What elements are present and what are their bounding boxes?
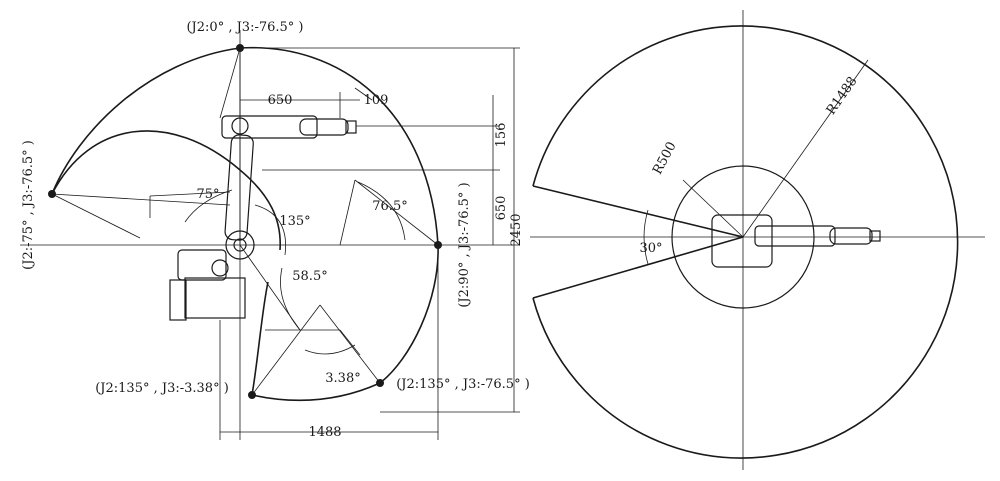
- base-upper: [177, 249, 227, 281]
- angle-arc-76-5: [357, 181, 406, 241]
- reach-line-bl: [251, 304, 321, 396]
- gap-edge-top: [532, 185, 744, 238]
- label-r1488: R1488: [824, 74, 861, 118]
- angle-label-58-5: 58.5°: [292, 269, 327, 284]
- gap-edge-bottom: [532, 236, 744, 299]
- pose-label-right: (J2:90° , J3:-76.5° ): [457, 182, 472, 307]
- wrist-body: [299, 118, 349, 136]
- inner-workspace-circle: [671, 165, 815, 309]
- end-flange: [345, 120, 357, 134]
- dim-label-2450: 2450: [509, 213, 524, 246]
- side-view: 650 109 156 650 2450 1488 75° 135° 76.5°…: [20, 20, 530, 440]
- pose-label-top: (J2:0° , J3:-76.5° ): [186, 20, 303, 35]
- reach-line-bl-d: [339, 329, 361, 356]
- dim-label-650-top: 650: [268, 93, 293, 108]
- pose-label-left: (J2:-75° , J3:-76.5° ): [21, 140, 36, 270]
- shoulder-joint-inner: [233, 238, 247, 252]
- angle-label-135: 135°: [279, 214, 310, 229]
- outer-reach-arc: [51, 46, 439, 384]
- label-r500: R500: [650, 140, 679, 178]
- angle-label-75: 75°: [196, 187, 219, 202]
- angle-label-3-38: 3.38°: [325, 371, 360, 386]
- reach-line-right: [339, 179, 356, 246]
- top-wrist: [829, 227, 873, 245]
- inner-reach-arc: [51, 130, 281, 251]
- angle-label-76-5: 76.5°: [372, 199, 407, 214]
- outer-workspace-arc: [532, 25, 959, 459]
- upper-arm-link: [224, 134, 254, 241]
- label-30-deg: 30°: [639, 241, 662, 256]
- top-view: R1488 R500 30°: [530, 10, 985, 470]
- top-arm: [754, 225, 836, 247]
- reach-line-right-b: [354, 179, 439, 246]
- pose-marker-right: [434, 241, 442, 249]
- r500-leader: [682, 179, 744, 238]
- dim-label-109: 109: [364, 93, 389, 108]
- pose-label-bottom-right: (J2:135° , J3:-76.5° ): [396, 377, 530, 392]
- dim-label-650-right: 650: [494, 196, 509, 221]
- pose-marker-bottom-left: [248, 391, 256, 399]
- r1488-leader: [742, 59, 869, 238]
- reach-line-left-b: [51, 193, 231, 206]
- angle-arc-3-38: [304, 344, 356, 355]
- shoulder-joint-outer: [225, 230, 255, 260]
- base-lower: [184, 277, 246, 319]
- dim-label-156: 156: [494, 123, 509, 148]
- pose-marker-left: [48, 190, 56, 198]
- reach-line-left-d: [149, 191, 231, 197]
- angle-arc-135: [254, 204, 287, 256]
- forearm-link: [221, 115, 318, 139]
- base-plate: [169, 279, 187, 321]
- pose-label-bottom-left: (J2:135° , J3:-3.38° ): [95, 381, 229, 396]
- reach-line-bl-b: [319, 304, 381, 384]
- dim-label-1488: 1488: [308, 425, 341, 440]
- reach-line-left-a: [51, 193, 141, 239]
- base-motor: [211, 259, 229, 277]
- dim-line-109-leader: [354, 87, 373, 101]
- top-base: [711, 214, 773, 268]
- pose-marker-bottom-right: [376, 379, 384, 387]
- bottom-reach-arc: [251, 382, 381, 402]
- angle-arc-58-5: [280, 267, 301, 331]
- top-flange: [869, 230, 881, 242]
- reach-line-top-diag: [219, 47, 241, 119]
- gap-angle-arc: [643, 209, 649, 265]
- lower-inner-arc: [251, 281, 269, 396]
- angle-arc-75: [184, 189, 233, 223]
